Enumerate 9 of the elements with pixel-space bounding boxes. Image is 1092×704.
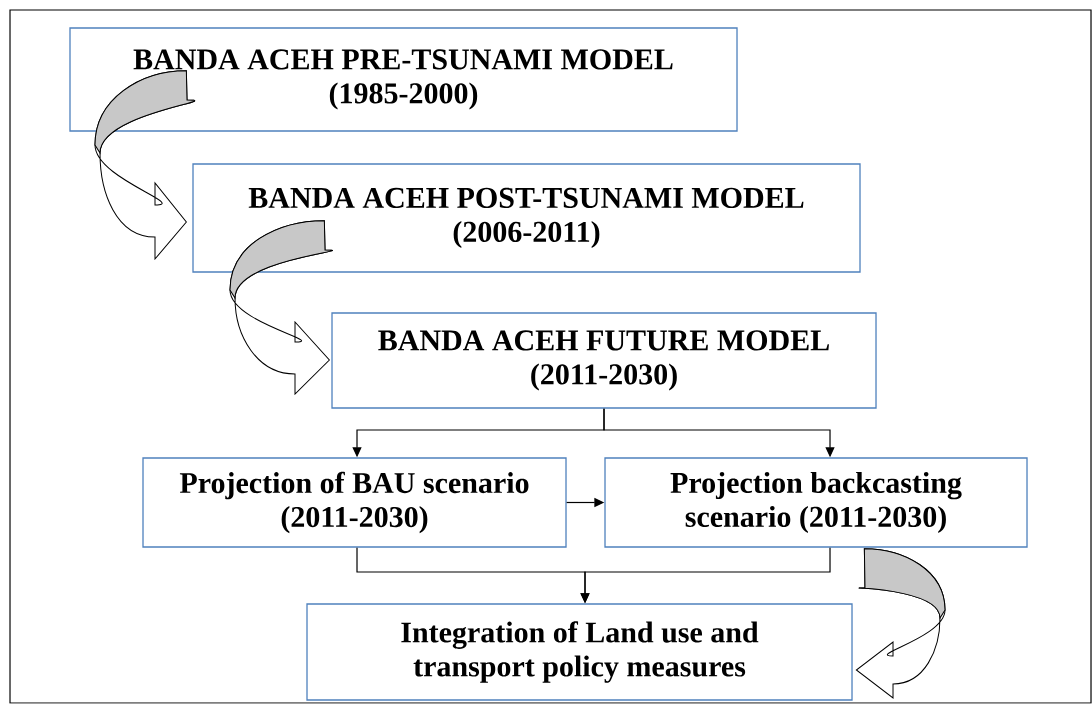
process-box: Projection backcasting scenario (2011-2030) xyxy=(604,457,1028,548)
process-box: Integration of Land use and transport policy measures xyxy=(306,603,853,701)
curved-arrow xyxy=(855,548,946,699)
curved-arrow xyxy=(229,220,333,395)
curved-arrow xyxy=(94,70,195,260)
process-box: Projection of BAU scenario (2011-2030) xyxy=(142,457,567,548)
process-box: BANDA ACEH POST-TSUNAMI MODEL (2006-2011) xyxy=(192,163,861,273)
process-box: BANDA ACEH FUTURE MODEL (2011-2030) xyxy=(331,312,877,409)
process-box: BANDA ACEH PRE-TSUNAMI MODEL (1985-2000) xyxy=(69,27,738,132)
